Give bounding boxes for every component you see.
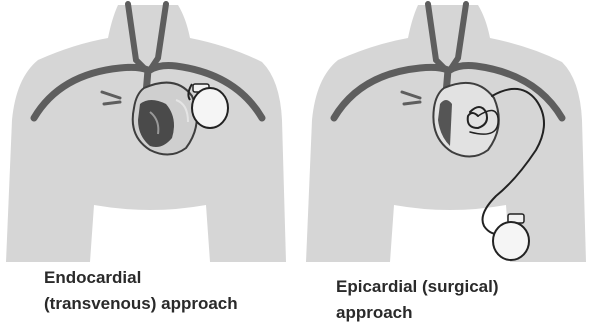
left-panel (6, 4, 286, 262)
pacemaker-generator (493, 214, 529, 260)
left-caption: Endocardial (transvenous) approach (44, 265, 238, 317)
left-caption-line2: (transvenous) approach (44, 291, 238, 317)
right-caption: Epicardial (surgical) approach (336, 274, 499, 326)
heart-right (433, 83, 498, 157)
heart-left (133, 83, 197, 155)
right-panel (306, 4, 586, 262)
right-caption-line2: approach (336, 300, 499, 326)
right-caption-line1: Epicardial (surgical) (336, 274, 499, 300)
left-caption-line1: Endocardial (44, 265, 238, 291)
